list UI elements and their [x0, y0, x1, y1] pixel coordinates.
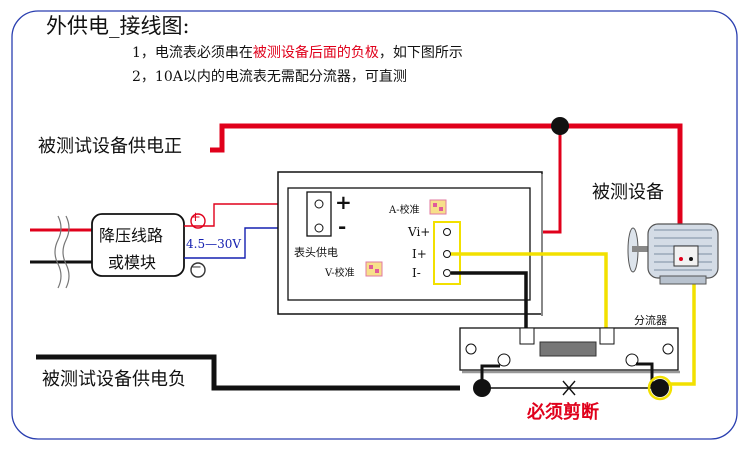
meter-plus-sign: +	[335, 190, 352, 214]
cut-x-icon	[562, 380, 576, 396]
i-plus-sense-wire	[451, 252, 608, 334]
terminal-i-minus	[443, 269, 451, 277]
positive-junction-dot	[551, 117, 569, 135]
motor-icon	[627, 223, 719, 285]
device-junction-ring	[647, 375, 673, 401]
page-title: 外供电_接线图:	[46, 14, 190, 38]
voltage-range-label: 4.5—30V	[186, 237, 242, 251]
meter-minus-sign: -	[338, 214, 347, 238]
note-line-1-prefix: 1，电流表必须串在	[132, 45, 253, 61]
device-junction-dot	[651, 379, 669, 397]
shunt-label: 分流器	[634, 314, 667, 327]
buck-label-line-1: 降压线路	[99, 226, 164, 245]
negative-main-wire	[36, 354, 460, 391]
terminal-vi-plus	[443, 228, 451, 236]
terminal-i-plus-label: I+	[412, 247, 427, 261]
outer-frame	[11, 10, 738, 440]
must-cut-label: 必须剪断	[527, 402, 599, 423]
meter-power-label: 表头供电	[294, 246, 338, 259]
shunt-bolt-left	[497, 353, 511, 367]
note-line-1: 1，电流表必须串在被测设备后面的负极，如下图所示	[132, 42, 463, 62]
negative-junction-dot	[473, 379, 491, 397]
v-calibration-pot	[365, 261, 383, 277]
buck-module-box	[91, 213, 185, 277]
supply-positive-label: 被测试设备供电正	[38, 136, 182, 157]
power-terminal-negative	[314, 223, 324, 233]
shunt-resistor	[539, 341, 597, 357]
power-terminal-positive	[314, 199, 324, 209]
device-return-wire	[662, 262, 696, 386]
circle-plus-label: +	[190, 210, 201, 225]
note-line-2: 2，10A以内的电流表无需配分流器，可直测	[132, 69, 407, 85]
terminal-vi-plus-label: Vi+	[408, 225, 431, 239]
terminal-i-plus	[443, 250, 451, 258]
break-mark-right	[62, 215, 70, 289]
meter-inner-box	[287, 187, 531, 301]
shunt-bolt-right	[625, 353, 639, 367]
meter-power-positive-wire	[184, 203, 319, 227]
positive-circle-icon	[190, 213, 206, 229]
i-minus-sense-wire	[451, 271, 528, 334]
note-line-1-highlight: 被测设备后面的负极	[252, 45, 379, 61]
shunt-mount-hole-right	[662, 343, 674, 355]
a-calibration-pot	[429, 199, 447, 215]
shunt-mount-hole-left	[465, 343, 477, 355]
negative-circle-icon	[190, 262, 206, 278]
circle-minus-label: −	[191, 260, 202, 275]
shunt-terminal-top-left	[519, 327, 535, 345]
a-calibration-label: A-校准	[389, 205, 420, 216]
shunt-terminal-top-right	[599, 327, 615, 345]
device-label: 被测设备	[592, 182, 664, 203]
positive-main-wire	[210, 123, 683, 258]
buck-label-line-2: 或模块	[108, 253, 157, 272]
terminal-i-minus-label: I-	[412, 266, 421, 280]
break-mark-left	[54, 215, 62, 289]
note-line-1-suffix: ，如下图所示	[378, 45, 463, 61]
v-calibration-label: V-校准	[325, 268, 355, 279]
supply-negative-label: 被测试设备供电负	[42, 369, 186, 390]
